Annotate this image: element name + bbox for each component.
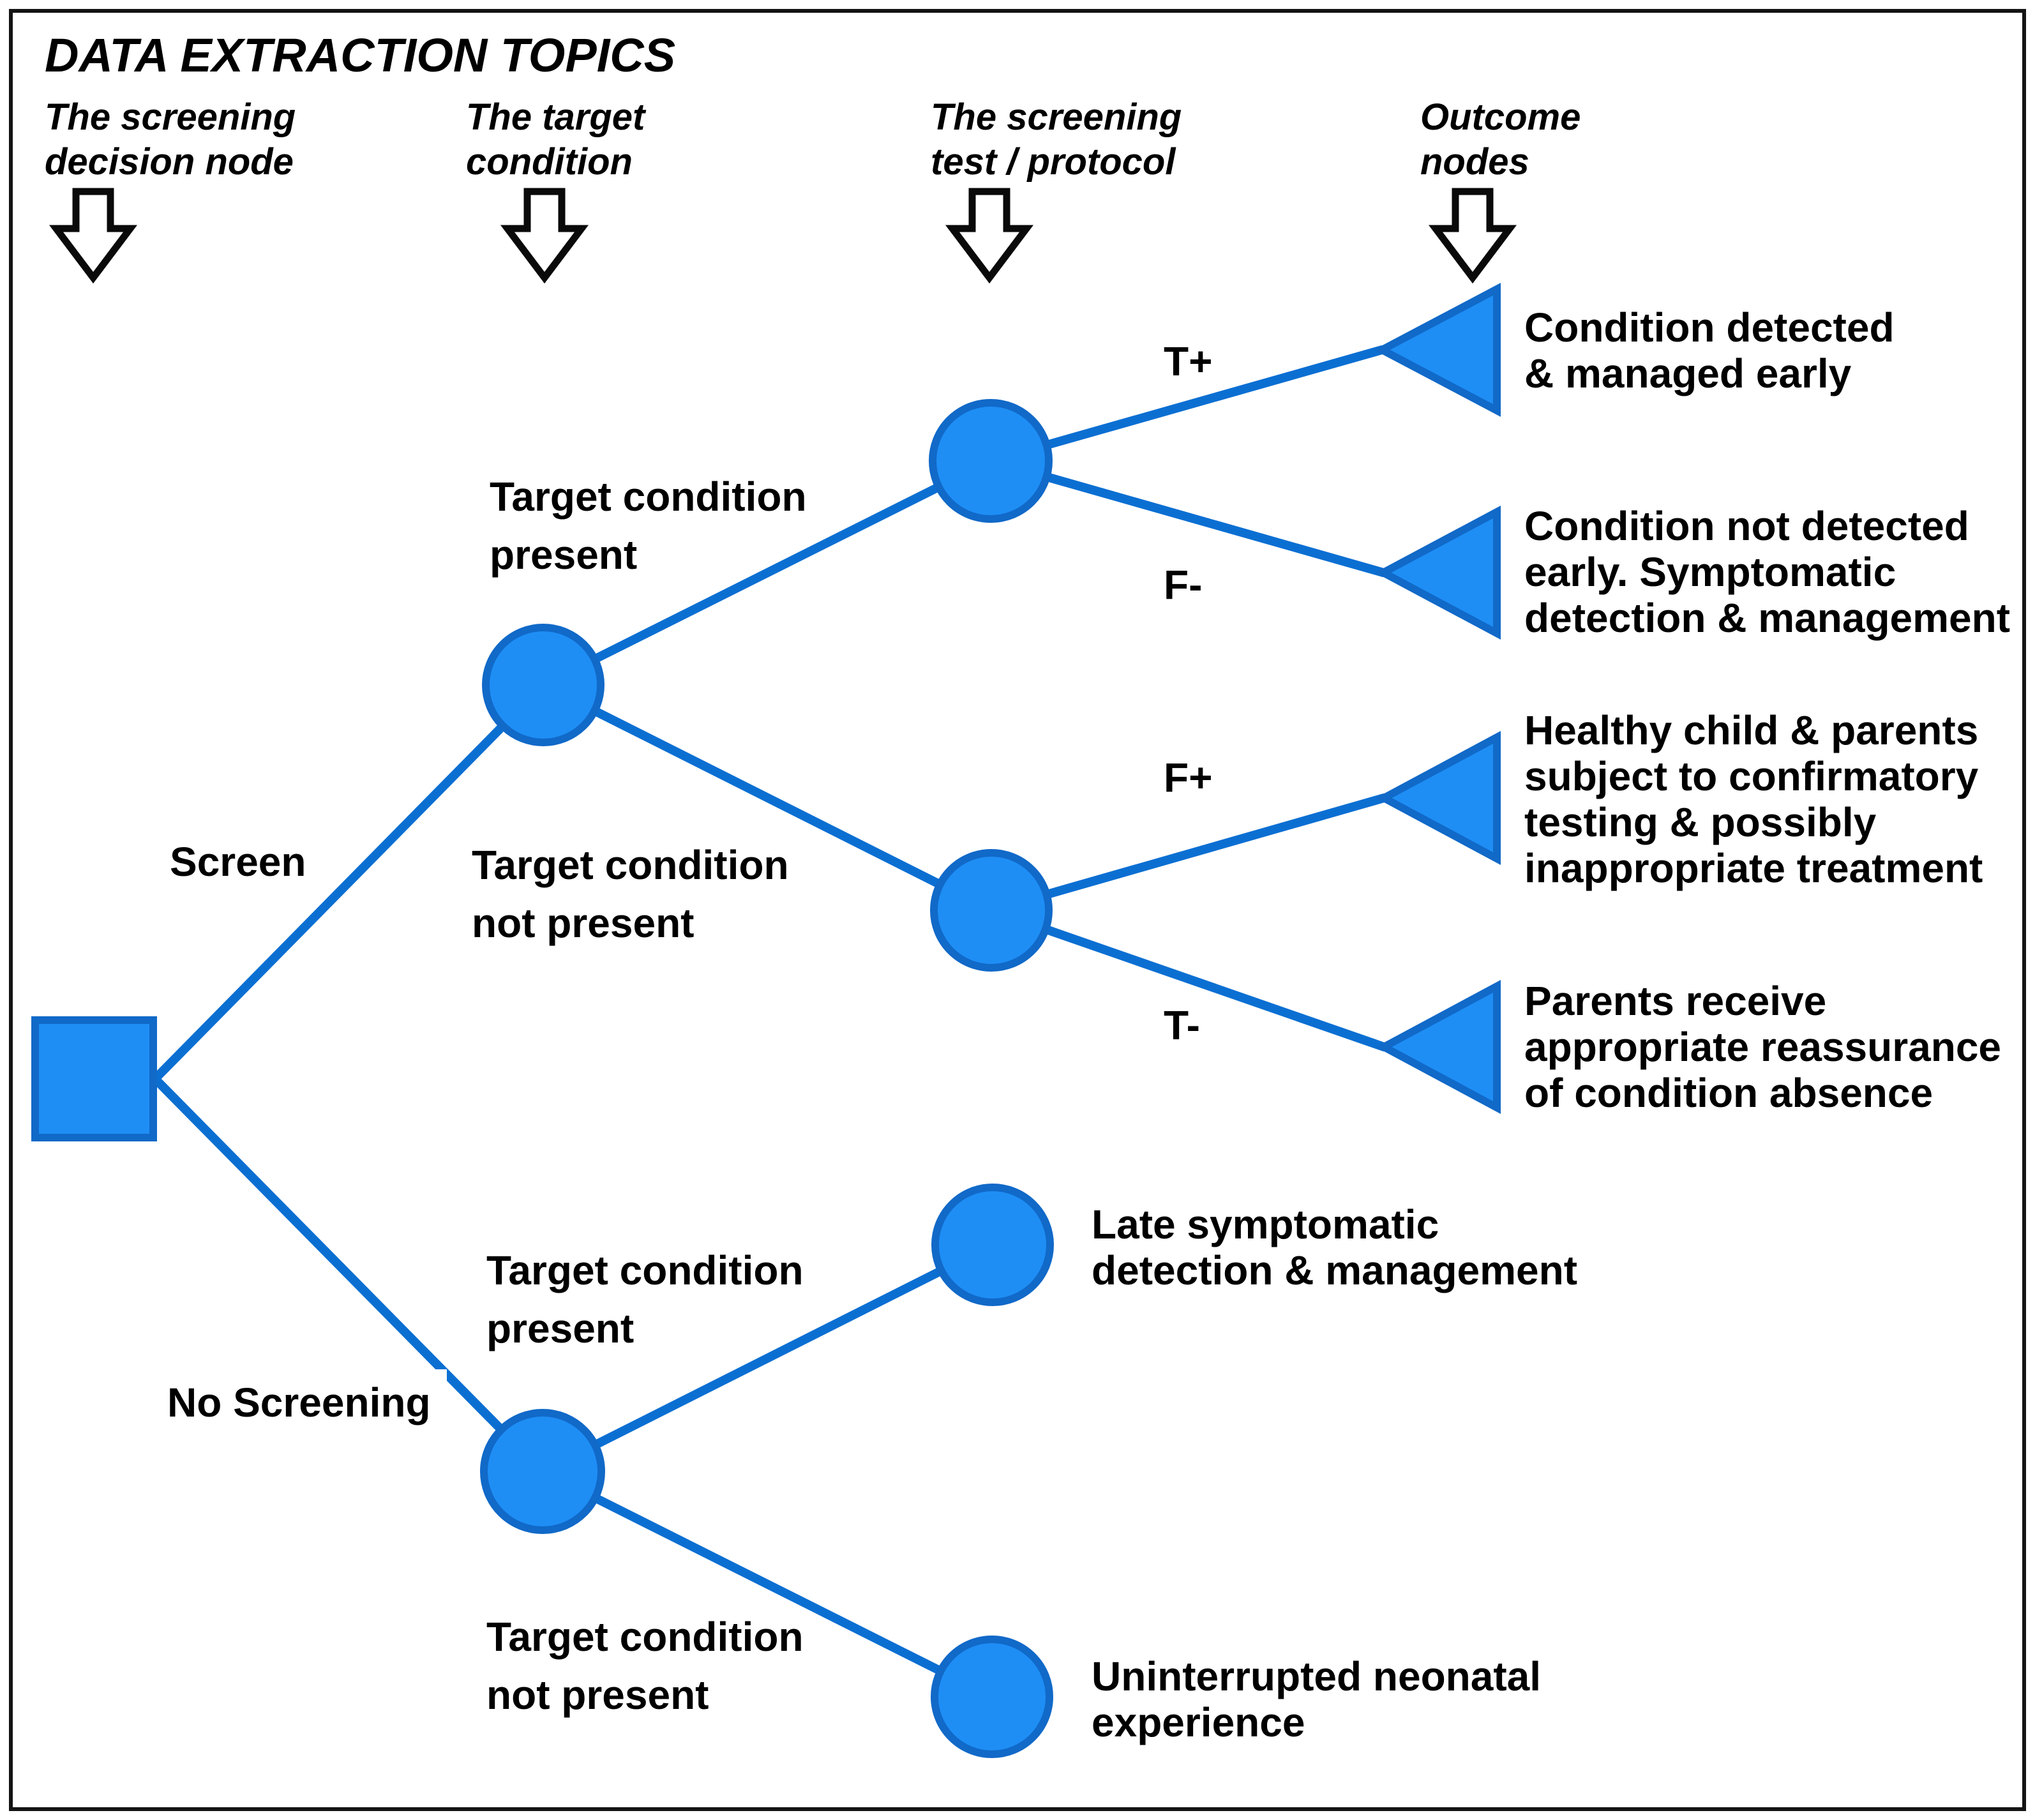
chance-node-test-present (929, 399, 1053, 523)
outcome-line: detection & management (1524, 595, 2010, 641)
branch-label-target-condition-present-screen: Target condition present (490, 474, 807, 578)
chance-node-late-symptomatic (931, 1184, 1054, 1306)
outcome-line: & managed early (1524, 350, 1852, 396)
outcome-line: Condition detected (1524, 305, 1895, 350)
branch-label-line: Target condition (486, 1614, 804, 1660)
outcome-line: detection & management (1092, 1247, 1577, 1293)
outcome-text-condition-detected: Condition detected & managed early (1524, 305, 1895, 396)
outcome-node-triangle-true-negative (1376, 979, 1501, 1115)
branch-label-t-plus: T+ (1164, 338, 1212, 384)
chance-node-test-not-present (930, 849, 1053, 972)
outcome-line: inappropriate treatment (1524, 845, 1983, 891)
column-header-line: The screening (45, 96, 296, 138)
branch-line-screen (151, 681, 548, 1083)
outcome-line: Uninterrupted neonatal (1092, 1653, 1541, 1699)
branch-label-target-condition-not-present-noscreen: Target condition not present (486, 1614, 804, 1718)
branch-label-line: not present (486, 1672, 709, 1718)
branch-label-f-plus: F+ (1164, 755, 1212, 801)
outcome-line: appropriate reassurance (1524, 1024, 2001, 1070)
branch-label-line: present (490, 532, 637, 578)
outcome-text-late-symptomatic: Late symptomatic detection & management (1092, 1201, 1577, 1293)
outcome-node-triangle-false-negative (1375, 505, 1501, 640)
outcome-line: Condition not detected (1524, 503, 1969, 549)
branch-label-no-screening: No Screening (167, 1380, 431, 1425)
column-header-line: The target (466, 96, 647, 138)
branch-label-line: Target condition (490, 474, 807, 520)
outcome-line: of condition absence (1524, 1070, 1933, 1116)
down-arrow-icon (500, 188, 589, 284)
branch-label-target-condition-not-present-screen: Target condition not present (472, 842, 789, 946)
column-header-line: Outcome (1420, 96, 1581, 138)
branch-line-late-symptomatic (538, 1240, 997, 1476)
branch-line-no-screening (151, 1074, 547, 1476)
down-arrow-icon (1428, 188, 1517, 284)
figure-title: DATA EXTRACTION TOPICS (45, 29, 675, 82)
outcome-node-triangle-false-positive (1376, 730, 1501, 866)
branch-label-line: not present (472, 900, 694, 946)
column-header-line: The screening (931, 96, 1182, 138)
down-arrow-icon (49, 188, 138, 284)
column-header-screening-decision-node: The screening decision node (45, 96, 296, 284)
outcome-line: testing & possibly (1524, 799, 1877, 845)
branch-line-tc-present-screen (539, 456, 995, 689)
outcome-text-healthy-child: Healthy child & parents subject to confi… (1524, 707, 1983, 891)
outcome-line: Late symptomatic (1092, 1201, 1439, 1247)
down-arrow-icon (945, 188, 1034, 284)
column-header-screening-test-protocol: The screening test / protocol (931, 96, 1182, 284)
branch-line-false-positive (987, 793, 1388, 915)
branch-line-true-negative (987, 906, 1388, 1051)
outcome-line: experience (1092, 1699, 1305, 1745)
outcome-line: Parents receive (1524, 978, 1826, 1024)
branch-line-true-positive (986, 345, 1386, 465)
branch-label-t-minus: T- (1164, 1002, 1200, 1048)
branch-line-false-negative (986, 456, 1388, 577)
chance-node-uninterrupted (931, 1636, 1053, 1758)
chance-node-no-screening (480, 1409, 605, 1534)
branch-label-f-minus: F- (1164, 562, 1202, 608)
column-header-line: nodes (1420, 141, 1529, 183)
column-header-line: decision node (45, 141, 294, 183)
column-header-outcome-nodes: Outcome nodes (1420, 96, 1581, 284)
outcome-line: Healthy child & parents (1524, 707, 1978, 753)
branch-label-line: Target condition (472, 842, 789, 888)
outcome-text-parents-reassurance: Parents receive appropriate reassurance … (1524, 978, 2001, 1116)
branch-line-tc-not-present-screen (539, 681, 996, 915)
branch-label-line: Target condition (486, 1247, 804, 1293)
decision-node-square (31, 1016, 157, 1141)
outcome-node-triangle-true-positive (1374, 283, 1501, 417)
outcome-text-condition-not-detected: Condition not detected early. Symptomati… (1524, 503, 2010, 641)
branch-label-screen: Screen (170, 839, 306, 885)
branch-label-line: present (486, 1305, 634, 1351)
outcome-line: early. Symptomatic (1524, 549, 1896, 595)
branch-line-uninterrupted (538, 1467, 996, 1701)
column-header-target-condition: The target condition (466, 96, 647, 284)
chance-node-screen (482, 624, 604, 746)
outcome-line: subject to confirmatory (1524, 753, 1979, 799)
figure-border (9, 9, 2026, 1811)
branch-label-target-condition-present-noscreen: Target condition present (486, 1247, 804, 1351)
column-header-line: test / protocol (931, 141, 1176, 183)
label-background (153, 1369, 447, 1433)
column-header-line: condition (466, 141, 633, 183)
outcome-text-uninterrupted-neonatal: Uninterrupted neonatal experience (1092, 1653, 1541, 1745)
